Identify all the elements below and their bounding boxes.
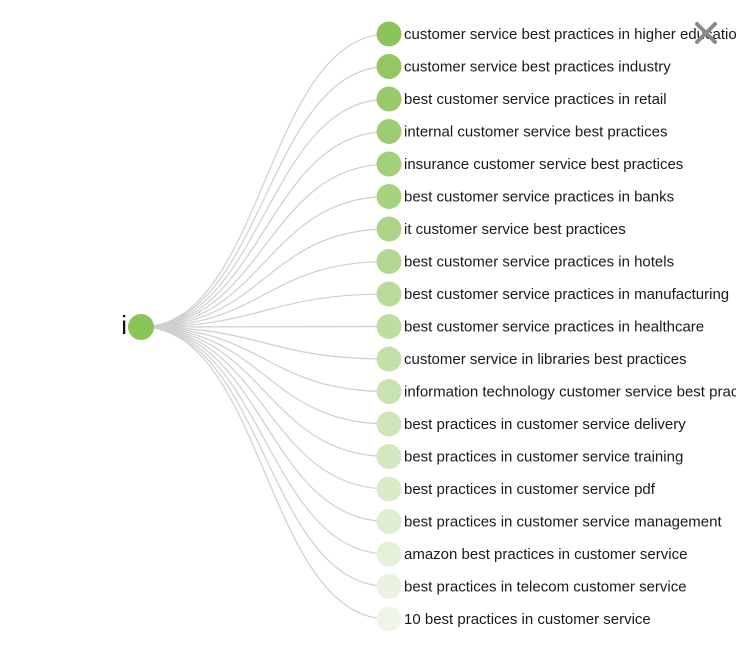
leaf-label[interactable]: best customer service practices in banks [404, 189, 674, 206]
tree-link [140, 326, 390, 620]
tree-link [140, 65, 390, 328]
leaf-item[interactable]: best customer service practices in healt… [376, 314, 705, 339]
leaf-item[interactable]: it customer service best practices [376, 216, 626, 242]
leaf-label[interactable]: best customer service practices in retai… [404, 91, 667, 108]
leaf-label[interactable]: best practices in customer service train… [404, 449, 683, 466]
leaf-item[interactable]: best practices in customer service pdf [376, 476, 656, 502]
leaf-node[interactable] [376, 379, 402, 404]
tree-link [140, 228, 390, 328]
tree-link [140, 326, 390, 360]
leaf-node[interactable] [376, 249, 402, 274]
leaf-item[interactable]: best customer service practices in manuf… [376, 281, 730, 307]
leaf-label[interactable]: customer service best practices in highe… [404, 26, 736, 43]
tree-link [140, 326, 390, 425]
close-icon [695, 22, 717, 44]
leaf-node[interactable] [376, 86, 402, 112]
leaf-node[interactable] [376, 216, 402, 242]
tree-link [140, 130, 390, 328]
tree-links [140, 33, 390, 620]
leaf-node[interactable] [376, 119, 402, 144]
leaf-item[interactable]: customer service best practices in highe… [376, 21, 736, 47]
tree-link [140, 326, 390, 523]
root-node[interactable] [128, 314, 154, 340]
leaf-label[interactable]: best customer service practices in manuf… [404, 286, 729, 303]
leaf-item[interactable]: best practices in customer service deliv… [376, 411, 687, 437]
tree-link [140, 293, 390, 328]
leaf-item[interactable]: best practices in customer service train… [376, 444, 684, 469]
leaf-label[interactable]: best practices in customer service manag… [404, 514, 722, 531]
leaf-node[interactable] [376, 411, 402, 437]
tree-link [140, 195, 390, 328]
leaf-label[interactable]: amazon best practices in customer servic… [404, 546, 687, 563]
close-button[interactable] [694, 21, 718, 45]
leaf-node[interactable] [376, 346, 402, 372]
tree-link [140, 98, 390, 328]
leaf-node[interactable] [376, 444, 402, 469]
leaf-item[interactable]: best customer service practices in retai… [376, 86, 667, 112]
leaf-item[interactable]: information technology customer service … [376, 379, 736, 404]
leaf-item[interactable]: insurance customer service best practice… [376, 151, 684, 177]
tree-link [140, 326, 390, 555]
leaf-node[interactable] [376, 21, 402, 47]
leaf-label[interactable]: insurance customer service best practice… [404, 156, 683, 173]
leaf-node[interactable] [376, 314, 402, 339]
leaf-label[interactable]: best customer service practices in healt… [404, 319, 704, 336]
leaf-label[interactable]: customer service best practices industry [404, 59, 671, 76]
tree-link [140, 326, 390, 588]
leaf-label[interactable]: it customer service best practices [404, 221, 626, 238]
leaf-item[interactable]: customer service in libraries best pract… [376, 346, 687, 372]
tree-link [140, 325, 390, 328]
leaf-label[interactable]: best practices in telecom customer servi… [404, 579, 687, 596]
leaf-node[interactable] [376, 541, 402, 567]
tree-link [140, 326, 390, 458]
leaf-item[interactable]: best practices in telecom customer servi… [376, 574, 687, 599]
leaf-node[interactable] [376, 184, 402, 209]
leaf-label[interactable]: internal customer service best practices [404, 124, 667, 141]
leaf-nodes: customer service best practices in highe… [376, 21, 736, 632]
leaf-item[interactable]: customer service best practices industry [376, 54, 672, 79]
leaf-label[interactable]: customer service in libraries best pract… [404, 351, 687, 368]
leaf-node[interactable] [376, 54, 402, 79]
leaf-item[interactable]: best practices in customer service manag… [376, 509, 723, 534]
leaf-item[interactable]: amazon best practices in customer servic… [376, 541, 688, 567]
leaf-node[interactable] [376, 574, 402, 599]
leaf-label[interactable]: 10 best practices in customer service [404, 611, 651, 628]
root-node-group[interactable]: i [121, 310, 154, 340]
tree-link [140, 260, 390, 328]
tree-link [140, 326, 390, 393]
tree-link [140, 163, 390, 328]
leaf-label[interactable]: best practices in customer service deliv… [404, 416, 686, 433]
leaf-item[interactable]: best customer service practices in hotel… [376, 249, 675, 274]
leaf-item[interactable]: internal customer service best practices [376, 119, 668, 144]
leaf-label[interactable]: best practices in customer service pdf [404, 481, 656, 498]
leaf-item[interactable]: best customer service practices in banks [376, 184, 675, 209]
leaf-label[interactable]: best customer service practices in hotel… [404, 254, 674, 271]
leaf-node[interactable] [376, 151, 402, 177]
leaf-node[interactable] [376, 606, 402, 632]
tree-link [140, 326, 390, 490]
leaf-node[interactable] [376, 476, 402, 502]
leaf-node[interactable] [376, 281, 402, 307]
leaf-label[interactable]: information technology customer service … [404, 384, 736, 401]
leaf-item[interactable]: 10 best practices in customer service [376, 606, 651, 632]
root-label: i [121, 310, 127, 340]
tree-link [140, 33, 390, 328]
leaf-node[interactable] [376, 509, 402, 534]
